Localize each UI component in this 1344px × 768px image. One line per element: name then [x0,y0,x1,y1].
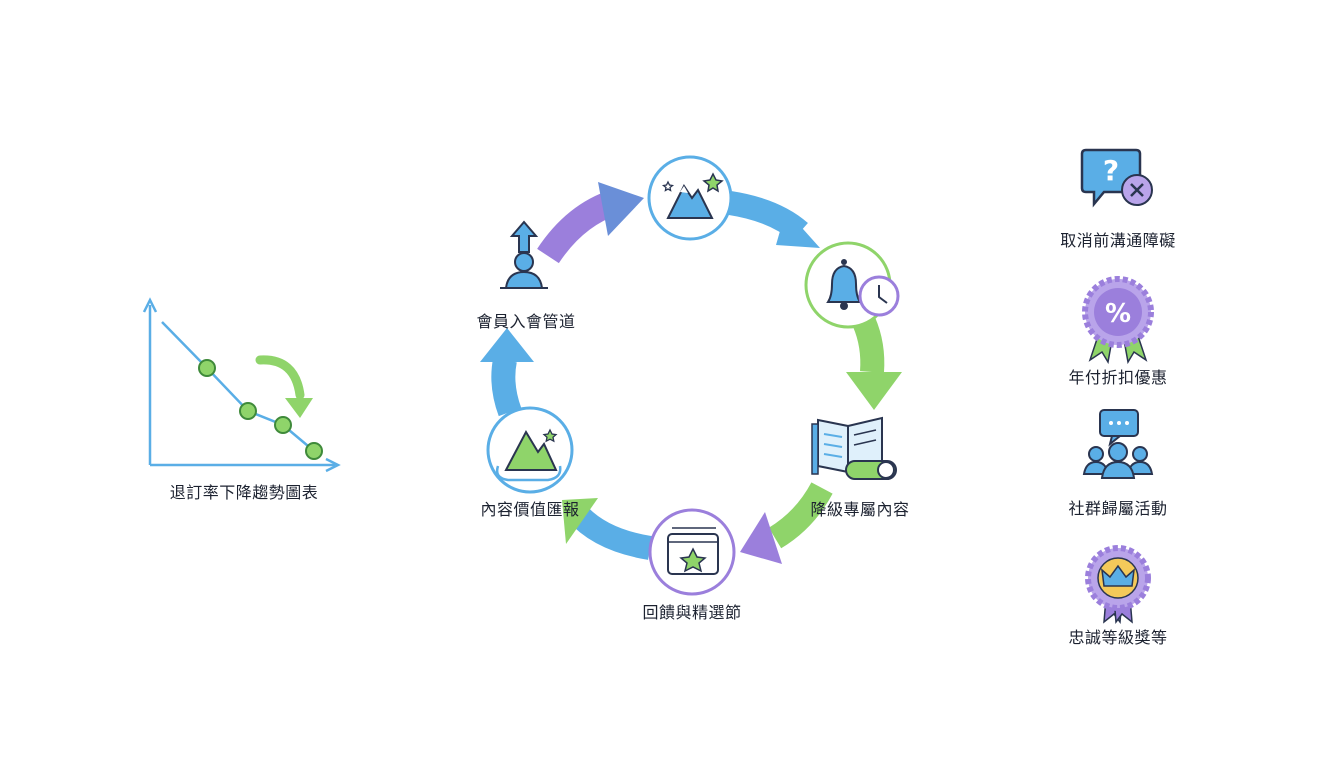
arrow-reminder-to-content [852,317,885,373]
book-toggle-icon [811,416,897,480]
arrow-value-to-member [491,357,522,417]
arrow-head [846,372,902,410]
arrow-head [598,182,644,236]
y-axis-arrow [142,297,158,313]
star-card-icon [648,508,736,596]
sidebar-item-community: 社群歸屬活動 [1068,499,1168,518]
trend-point [274,416,292,434]
trend-point [305,442,323,460]
chart-label: 退訂率下降趨勢圖表 [169,483,319,502]
sidebar-item-communication: 取消前溝通障礙 [1060,231,1176,250]
trend-chart [142,297,341,473]
svg-text:%: % [1105,299,1131,329]
arrow-head [562,498,598,544]
mountain-stars-icon [647,155,733,241]
decrease-arrow [255,355,305,400]
person-up-arrow-icon [500,220,548,289]
community-chat-icon [1082,409,1154,479]
sidebar-item-loyalty: 忠誠等級獎等 [1068,628,1168,647]
cycle-label-member: 會員入會管道 [476,312,576,331]
trend-line [161,321,315,452]
bell-clock-icon [804,241,900,329]
arrow-head [776,210,820,248]
svg-text:?: ? [1103,154,1119,187]
crown-badge-icon [1085,545,1151,625]
trend-point [198,359,216,377]
cycle-arrows [480,182,902,564]
mountain-badge-icon [486,406,574,494]
percent-badge-icon: % [1082,276,1154,365]
arrow-head [740,512,782,564]
x-axis-arrow [325,457,341,473]
sidebar-item-discount: 年付折扣優惠 [1068,368,1168,387]
cycle-label-value: 內容價值匯報 [480,500,580,519]
arrow-head [480,328,534,362]
trend-point [239,402,257,420]
decrease-arrow-head [285,398,313,418]
arrow-content-to-review [768,482,833,549]
arrow-review-to-value [566,503,653,560]
cycle-label-content: 降級專屬內容 [810,500,910,519]
question-bubble-cancel-icon: ? [1080,148,1153,208]
cycle-label-review: 回饋與精選節 [642,603,742,622]
